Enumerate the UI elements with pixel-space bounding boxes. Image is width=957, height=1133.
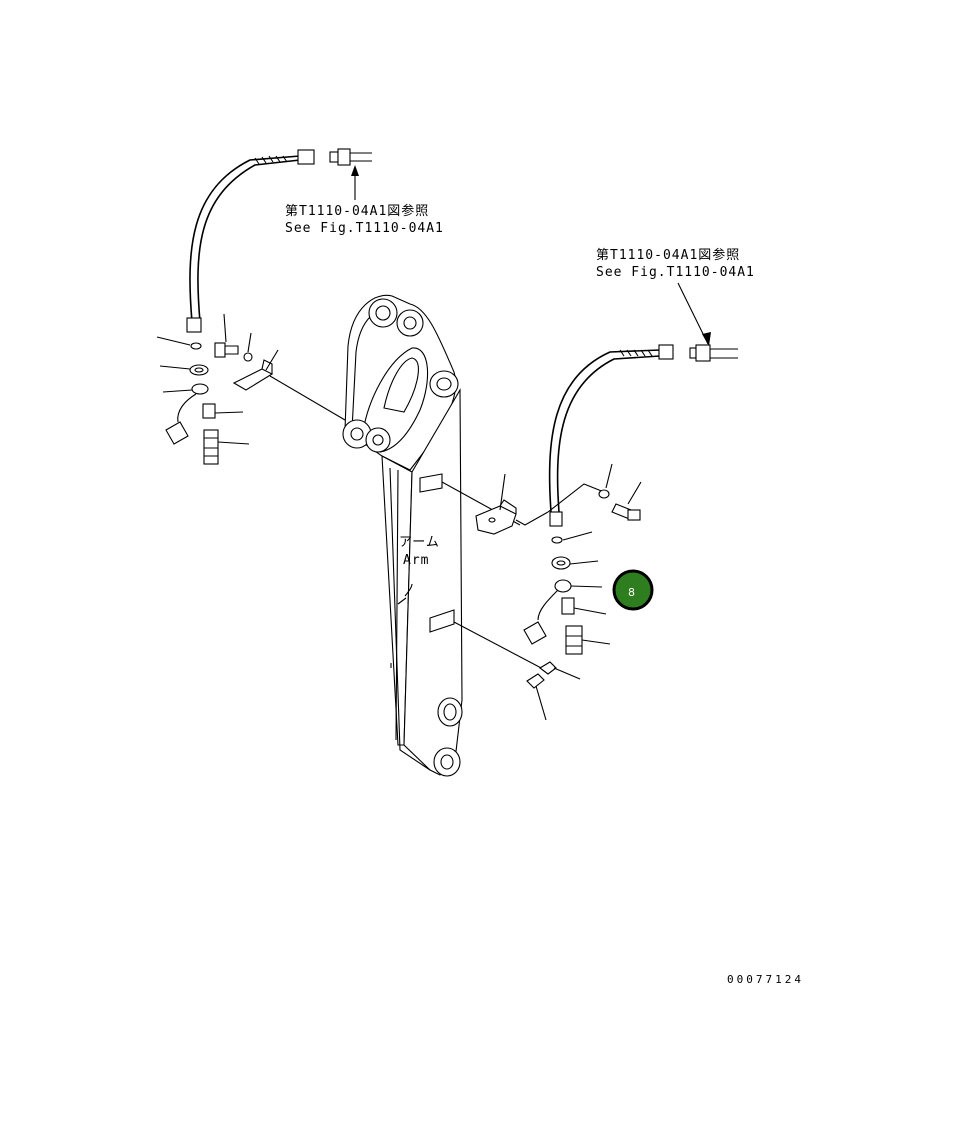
reference-jp-2: 第T1110-04A1図参照 xyxy=(596,247,740,263)
callout-badge[interactable]: 8 xyxy=(612,569,654,611)
right-bracket-group xyxy=(475,463,642,535)
upper-fitting-connector xyxy=(329,148,372,200)
arm-label-jp: アーム xyxy=(399,535,440,550)
right-parts-group xyxy=(523,531,611,655)
upper-left-hose xyxy=(186,149,315,333)
reference-jp-1: 第T1110-04A1図参照 xyxy=(285,203,429,219)
upper-bracket-group xyxy=(214,313,346,421)
right-hose xyxy=(548,282,738,527)
grease-fitting-group xyxy=(526,661,581,721)
leader-lower-lug xyxy=(453,621,546,671)
arm-assembly xyxy=(342,294,463,777)
reference-note-2: 第T1110-04A1図参照 See Fig.T1110-04A1 xyxy=(596,247,755,280)
callout-ring[interactable] xyxy=(612,569,654,611)
left-parts-group xyxy=(156,336,250,465)
reference-en-1: See Fig.T1110-04A1 xyxy=(285,221,444,236)
arm-label: アーム Arm xyxy=(399,535,440,568)
arm-label-en: Arm xyxy=(403,553,429,568)
drawing-number: 00077124 xyxy=(727,973,804,986)
callout-number[interactable]: 8 xyxy=(628,586,635,599)
reference-note-1: 第T1110-04A1図参照 See Fig.T1110-04A1 xyxy=(285,203,444,236)
reference-en-2: See Fig.T1110-04A1 xyxy=(596,265,755,280)
